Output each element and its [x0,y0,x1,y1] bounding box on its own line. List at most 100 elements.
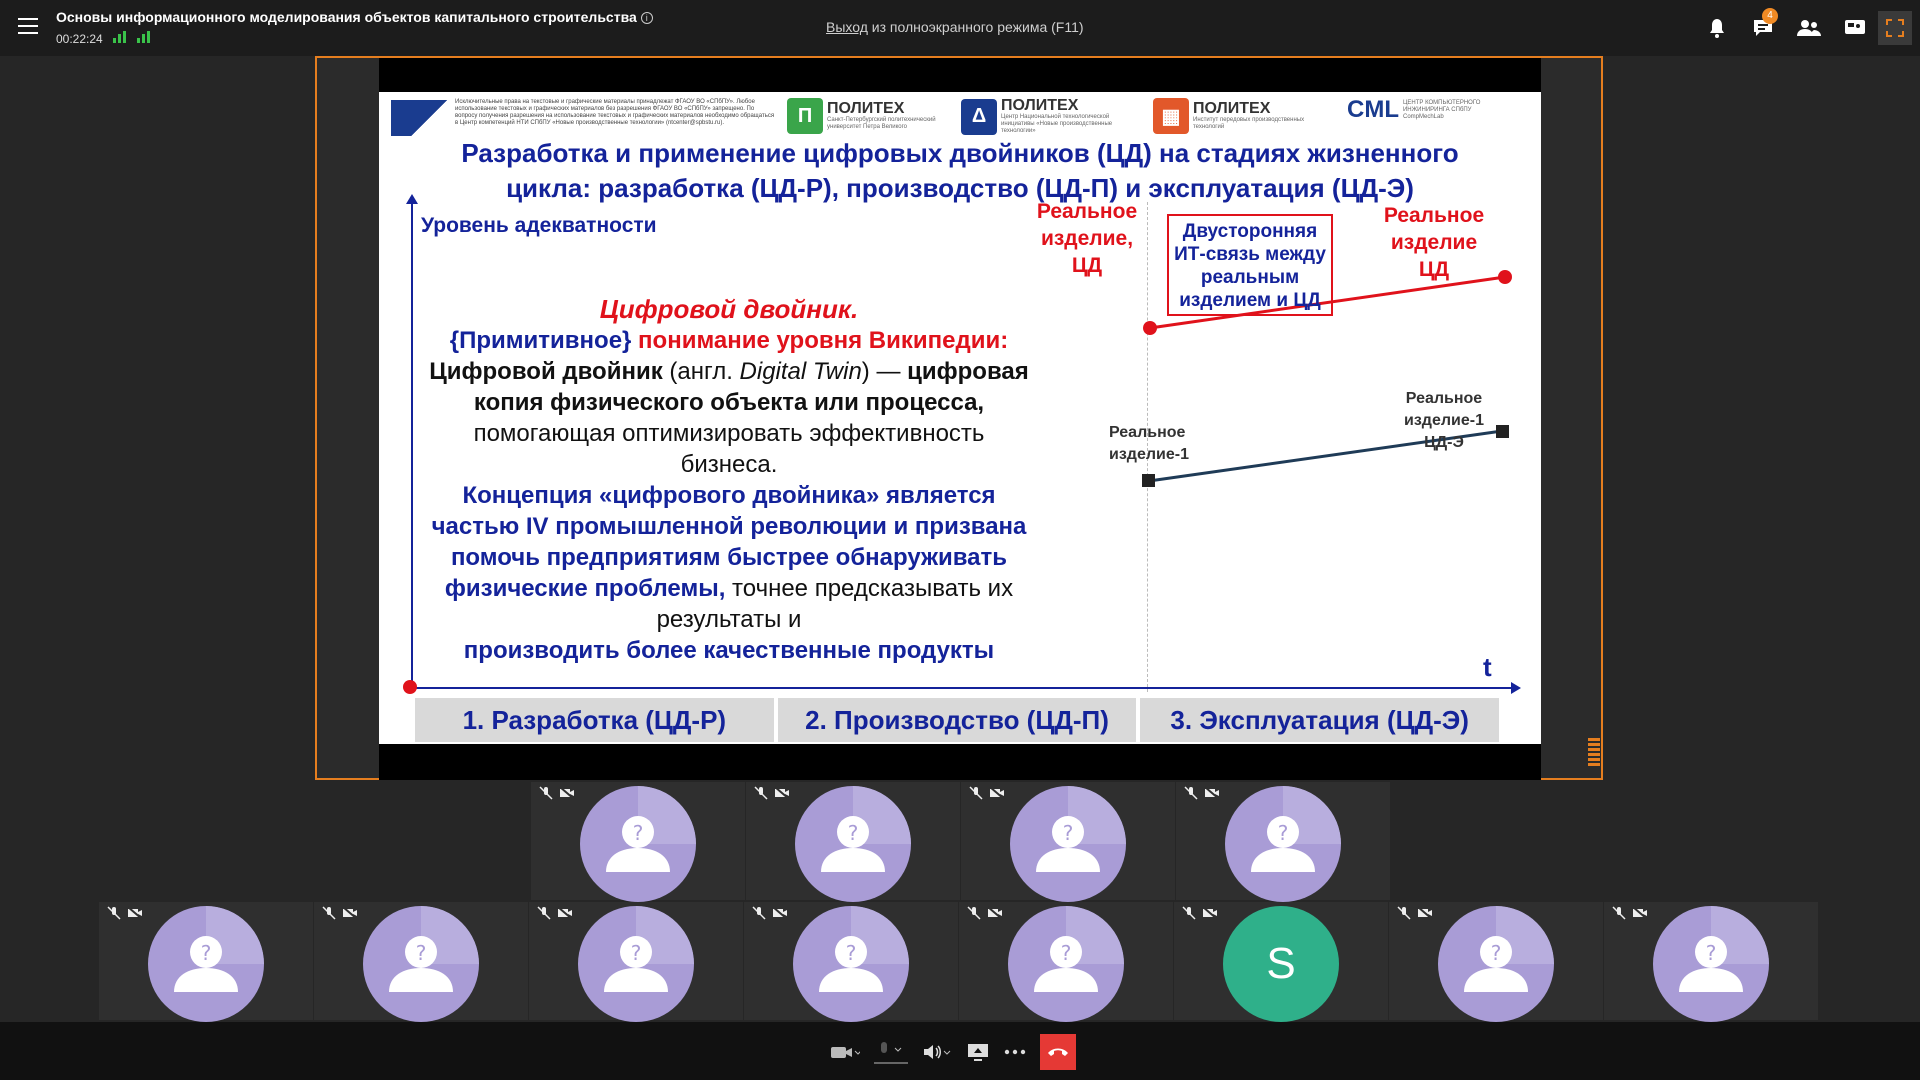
muted-camera-off-icon [1182,906,1218,920]
svg-text:?: ? [416,941,427,965]
notifications-bell-icon[interactable] [1694,0,1740,56]
real-product-1-end-point [1496,425,1509,438]
more-icon [1004,1049,1026,1055]
real-product-1-line [1148,429,1503,483]
stage-development: 1. Разработка (ЦД-Р) [415,698,774,742]
unknown-user-avatar: ? [1653,906,1769,1022]
svg-text:?: ? [846,941,857,965]
participants-icon[interactable] [1786,0,1832,56]
more-options-button[interactable] [1004,1035,1026,1069]
participant-tile[interactable]: ? [1389,902,1603,1022]
microphone-toggle-button[interactable] [874,1035,908,1069]
slide-title: Разработка и применение цифровых двойник… [461,138,1459,203]
unknown-user-avatar: ? [1010,786,1126,902]
participant-tile[interactable]: ? [314,902,528,1022]
muted-camera-off-icon [537,906,573,920]
participant-tile[interactable]: ? [744,902,958,1022]
svg-text:?: ? [1706,941,1717,965]
participant-tile[interactable]: S [1174,902,1388,1022]
bottom-controls-bar [0,1022,1920,1080]
lifecycle-lines [1142,270,1512,487]
unknown-user-avatar: ? [1225,786,1341,902]
network-quality-icon [137,31,151,43]
camera-toggle-button[interactable] [830,1035,860,1069]
logo-cml: CML ЦЕНТР КОМПЬЮТЕРНОГО ИНЖИНИРИНГА СПбП… [1347,96,1481,123]
participant-grid: ????????? S?? [0,782,1920,1022]
svg-text:?: ? [631,941,642,965]
stage-operation: 3. Эксплуатация (ЦД-Э) [1140,698,1500,742]
screen-share-icon [968,1044,988,1061]
digital-twin-link-line [1149,275,1506,330]
origin-point [403,680,417,694]
participant-tile[interactable]: ? [99,902,313,1022]
real-product-dt-start-point [1143,321,1157,335]
unknown-user-avatar: ? [793,906,909,1022]
fullscreen-button[interactable] [1878,11,1912,45]
participant-tile[interactable]: ? [959,902,1173,1022]
y-axis [406,194,418,682]
muted-camera-off-icon [1397,906,1433,920]
chat-icon[interactable]: 4 [1740,0,1786,56]
presentation-slide: Исключительные права на текстовые и граф… [379,92,1541,744]
unknown-user-avatar: ? [363,906,479,1022]
svg-text:?: ? [1063,821,1074,845]
layout-switch-icon[interactable] [1832,0,1878,56]
hang-up-icon [1048,1048,1068,1056]
unknown-user-avatar: ? [1438,906,1554,1022]
meeting-timer: 00:22:24 [56,32,103,46]
muted-camera-off-icon [1612,906,1648,920]
speaker-button[interactable] [922,1035,952,1069]
svg-text:?: ? [201,941,212,965]
muted-camera-off-icon [969,786,1005,800]
microphone-icon [881,1042,902,1053]
speaker-volume-meter [1588,738,1600,778]
svg-text:?: ? [1061,941,1072,965]
stage-production: 2. Производство (ЦД-П) [777,698,1137,742]
svg-text:?: ? [1491,941,1502,965]
muted-camera-off-icon [107,906,143,920]
muted-camera-off-icon [539,786,575,800]
real-product-dt-end-point [1498,270,1512,284]
info-icon[interactable]: i [640,12,653,25]
slide-logos: Исключительные права на текстовые и граф… [389,96,1529,136]
unknown-user-avatar: ? [1008,906,1124,1022]
ministry-logo [391,100,449,136]
real-product-1-start-point [1142,474,1155,487]
svg-text:?: ? [633,821,644,845]
top-bar: Основы информационного моделирования объ… [0,0,1920,56]
unknown-user-avatar: ? [148,906,264,1022]
t-axis-label: t [1483,652,1492,682]
svg-text:?: ? [848,821,859,845]
fullscreen-icon [1886,19,1904,37]
unknown-user-avatar: ? [578,906,694,1022]
participant-tile[interactable]: ? [529,902,743,1022]
participant-tile[interactable]: ? [531,782,745,902]
unknown-user-avatar: ? [795,786,911,902]
meeting-title: Основы информационного моделирования объ… [56,9,653,25]
svg-text:?: ? [1278,821,1289,845]
chat-unread-badge: 4 [1762,8,1778,24]
menu-icon[interactable] [18,18,38,34]
participant-initial-avatar: S [1223,906,1339,1022]
screen-share-button[interactable] [966,1035,990,1069]
signal-icon [113,31,127,43]
muted-camera-off-icon [754,786,790,800]
unknown-user-avatar: ? [580,786,696,902]
exit-fullscreen-hint: Выход из полноэкранного режима (F11) [826,19,1084,35]
speaker-icon [924,1045,951,1059]
stage-divider [1147,202,1148,692]
participant-tile[interactable]: ? [961,782,1175,902]
x-axis [409,682,1521,694]
definition-text: Цифровой двойник. {Примитивное} понимани… [429,294,1029,664]
end-call-button[interactable] [1040,1034,1076,1070]
exit-fullscreen-link[interactable]: Выход [826,19,868,35]
participant-tile[interactable]: ? [1176,782,1390,902]
participant-tile[interactable]: ? [1604,902,1818,1022]
participant-tile[interactable]: ? [746,782,960,902]
